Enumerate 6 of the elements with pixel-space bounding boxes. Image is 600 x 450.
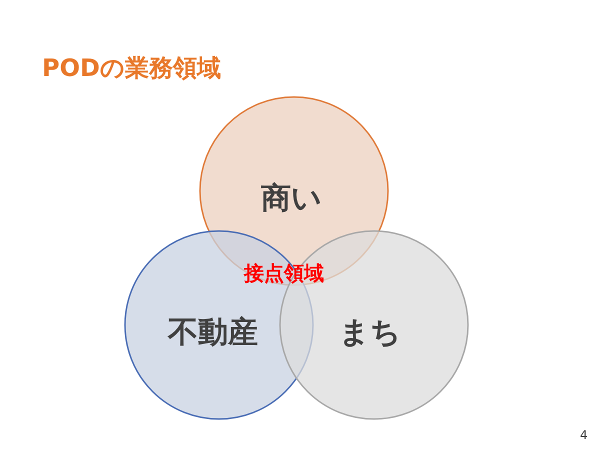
circle-label: 商い <box>261 180 322 218</box>
overlap-label: 接点領域 <box>244 260 324 287</box>
circle-label: まち <box>339 314 401 352</box>
circle-label: 不動産 <box>168 314 258 352</box>
slide-title: PODの業務領域 <box>42 53 221 84</box>
page-number: 4 <box>580 428 588 442</box>
